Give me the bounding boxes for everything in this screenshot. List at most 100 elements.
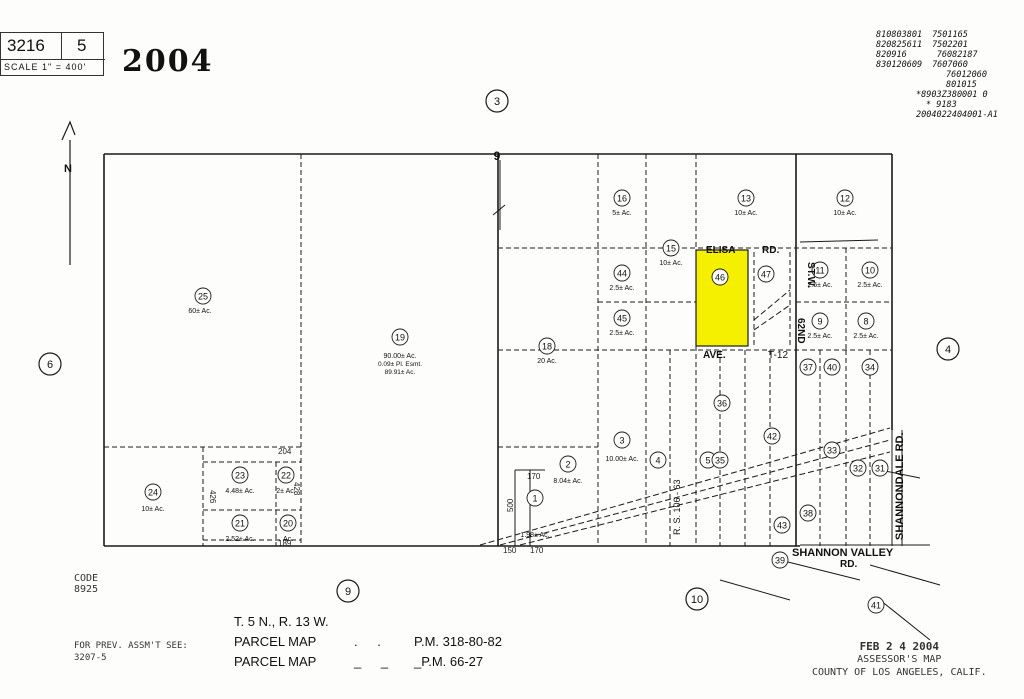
- parcel-39-circle[interactable]: [771, 551, 789, 569]
- parcel-9-area: 2.5± Ac.: [807, 333, 832, 340]
- page-circle-north[interactable]: [485, 89, 509, 113]
- parcel-20-circle[interactable]: [279, 514, 297, 532]
- parcel-20-area: Ac.: [283, 536, 293, 543]
- parcel-2-circle[interactable]: [559, 455, 577, 473]
- stamp-date: FEB 2 4 2004: [859, 640, 940, 653]
- parcel-10-area: 2.5± Ac.: [857, 282, 882, 289]
- parcel-map-ref[interactable]: P.M. 318-80-82: [414, 634, 502, 649]
- prev-assessment: FOR PREV. ASSM'T SEE: 3207-5: [74, 640, 188, 664]
- parcel-38-circle[interactable]: [799, 504, 817, 522]
- dim-150: 150: [503, 546, 517, 555]
- parcel-16-circle[interactable]: [613, 189, 631, 207]
- parcel-40-circle[interactable]: [823, 358, 841, 376]
- parcel-4-circle[interactable]: [649, 451, 667, 469]
- parcel-18-area: 20 Ac.: [537, 358, 557, 365]
- parcel-1-number: 1: [532, 494, 537, 504]
- parcel-1-circle[interactable]: [526, 489, 544, 507]
- parcel-36-circle[interactable]: [713, 394, 731, 412]
- parcel-22-circle[interactable]: [277, 466, 295, 484]
- parcel-44-circle[interactable]: [613, 264, 631, 282]
- parcel-46-circle[interactable]: [711, 268, 729, 286]
- code: 830120609: [876, 60, 923, 70]
- parcel-21-area: 2.52± Ac.: [225, 536, 254, 543]
- parcel-21-circle[interactable]: [231, 514, 249, 532]
- parcel-40-number: 40: [827, 363, 837, 373]
- parcel-31-number: 31: [875, 464, 885, 474]
- parcel-43-circle[interactable]: [773, 516, 791, 534]
- parcel-13-number: 13: [741, 194, 751, 204]
- parcel-45-circle[interactable]: [613, 309, 631, 327]
- prev-line1: FOR PREV. ASSM'T SEE:: [74, 641, 188, 651]
- parcel-15-circle[interactable]: [662, 239, 680, 257]
- parcel-10-number: 10: [865, 266, 875, 276]
- code-label: CODE: [74, 573, 99, 584]
- assessor-stamp: FEB 2 4 2004 ASSESSOR'S MAP COUNTY OF LO…: [812, 640, 987, 679]
- parcel-32-circle[interactable]: [849, 459, 867, 477]
- parcel-12-number: 12: [840, 194, 850, 204]
- parcel-42-circle[interactable]: [763, 427, 781, 445]
- parcel-46-number: 46: [715, 273, 725, 283]
- parcel-3-circle[interactable]: [613, 431, 631, 449]
- dim-426: 426: [208, 490, 217, 504]
- north-label: N: [64, 163, 72, 175]
- parcel-23-circle[interactable]: [231, 466, 249, 484]
- parcel-map-ref[interactable]: _P.M. 66-27: [414, 654, 484, 669]
- map-page: 5: [77, 36, 87, 55]
- parcel-2-area: 8.04± Ac.: [553, 478, 582, 485]
- parcel-45-area: 2.5± Ac.: [609, 330, 634, 337]
- page-circle-southeast[interactable]: [685, 587, 709, 611]
- parcel-20-number: 20: [283, 519, 293, 529]
- dim-500: 500: [506, 498, 515, 512]
- parcel-11-number: 11: [815, 266, 824, 276]
- street-t12: T-12: [768, 350, 788, 361]
- parcel-16-number: 16: [617, 194, 627, 204]
- parcel-34-circle[interactable]: [861, 358, 879, 376]
- parcel-37-circle[interactable]: [799, 358, 817, 376]
- parcel-10-circle[interactable]: [861, 261, 879, 279]
- page-circle-south[interactable]: [336, 579, 360, 603]
- parcel-21-number: 21: [235, 519, 245, 529]
- parcel-4-number: 4: [655, 456, 660, 466]
- parcel-11-circle[interactable]: [811, 261, 829, 279]
- code: 7502201: [932, 40, 968, 50]
- code: 7501165: [932, 30, 968, 40]
- section-number: 9: [494, 149, 501, 163]
- street-elisa: ELISA: [706, 245, 735, 256]
- parcel-31-circle[interactable]: [871, 459, 889, 477]
- map-year: 2004: [122, 44, 214, 79]
- parcel-map-dots: _ _: [354, 654, 397, 669]
- dim-428: 428: [292, 482, 301, 496]
- street-shannon-rd: RD.: [840, 559, 857, 570]
- parcel-9-circle[interactable]: [811, 312, 829, 330]
- parcel-18-number: 18: [542, 342, 552, 352]
- north-arrow-icon: [61, 120, 76, 265]
- township-range: T. 5 N., R. 13 W.: [234, 614, 329, 629]
- parcel-24-circle[interactable]: [144, 483, 162, 501]
- code: 76012060: [946, 70, 987, 80]
- street-shannon: SHANNON VALLEY: [792, 547, 894, 559]
- page-circle-east[interactable]: [936, 337, 960, 361]
- parcel-12-circle[interactable]: [836, 189, 854, 207]
- parcel-33-circle[interactable]: [823, 441, 841, 459]
- street-elisa-rd: RD.: [762, 245, 779, 256]
- parcel-41-circle[interactable]: [867, 596, 885, 614]
- footer-references: T. 5 N., R. 13 W. PARCEL MAP. .P.M. 318-…: [234, 612, 502, 672]
- parcel-47-circle[interactable]: [757, 265, 775, 283]
- parcel-11-area: 2.5± Ac.: [807, 282, 832, 289]
- parcel-19-circle[interactable]: [391, 328, 409, 346]
- parcel-18-circle[interactable]: [538, 337, 556, 355]
- code: 801015: [946, 80, 977, 90]
- parcel-25-area: 60± Ac.: [188, 308, 211, 315]
- page-circle-west[interactable]: [38, 352, 62, 376]
- page-north: 3: [494, 96, 500, 108]
- parcel-47-number: 47: [761, 270, 771, 280]
- parcel-8-circle[interactable]: [857, 312, 875, 330]
- parcel-25-circle[interactable]: [194, 287, 212, 305]
- parcel-map-label: PARCEL MAP: [234, 634, 317, 649]
- parcel-35-circle[interactable]: [711, 451, 729, 469]
- parcel-13-circle[interactable]: [737, 189, 755, 207]
- parcel-43-number: 43: [777, 521, 787, 531]
- code: 820916: [876, 50, 907, 60]
